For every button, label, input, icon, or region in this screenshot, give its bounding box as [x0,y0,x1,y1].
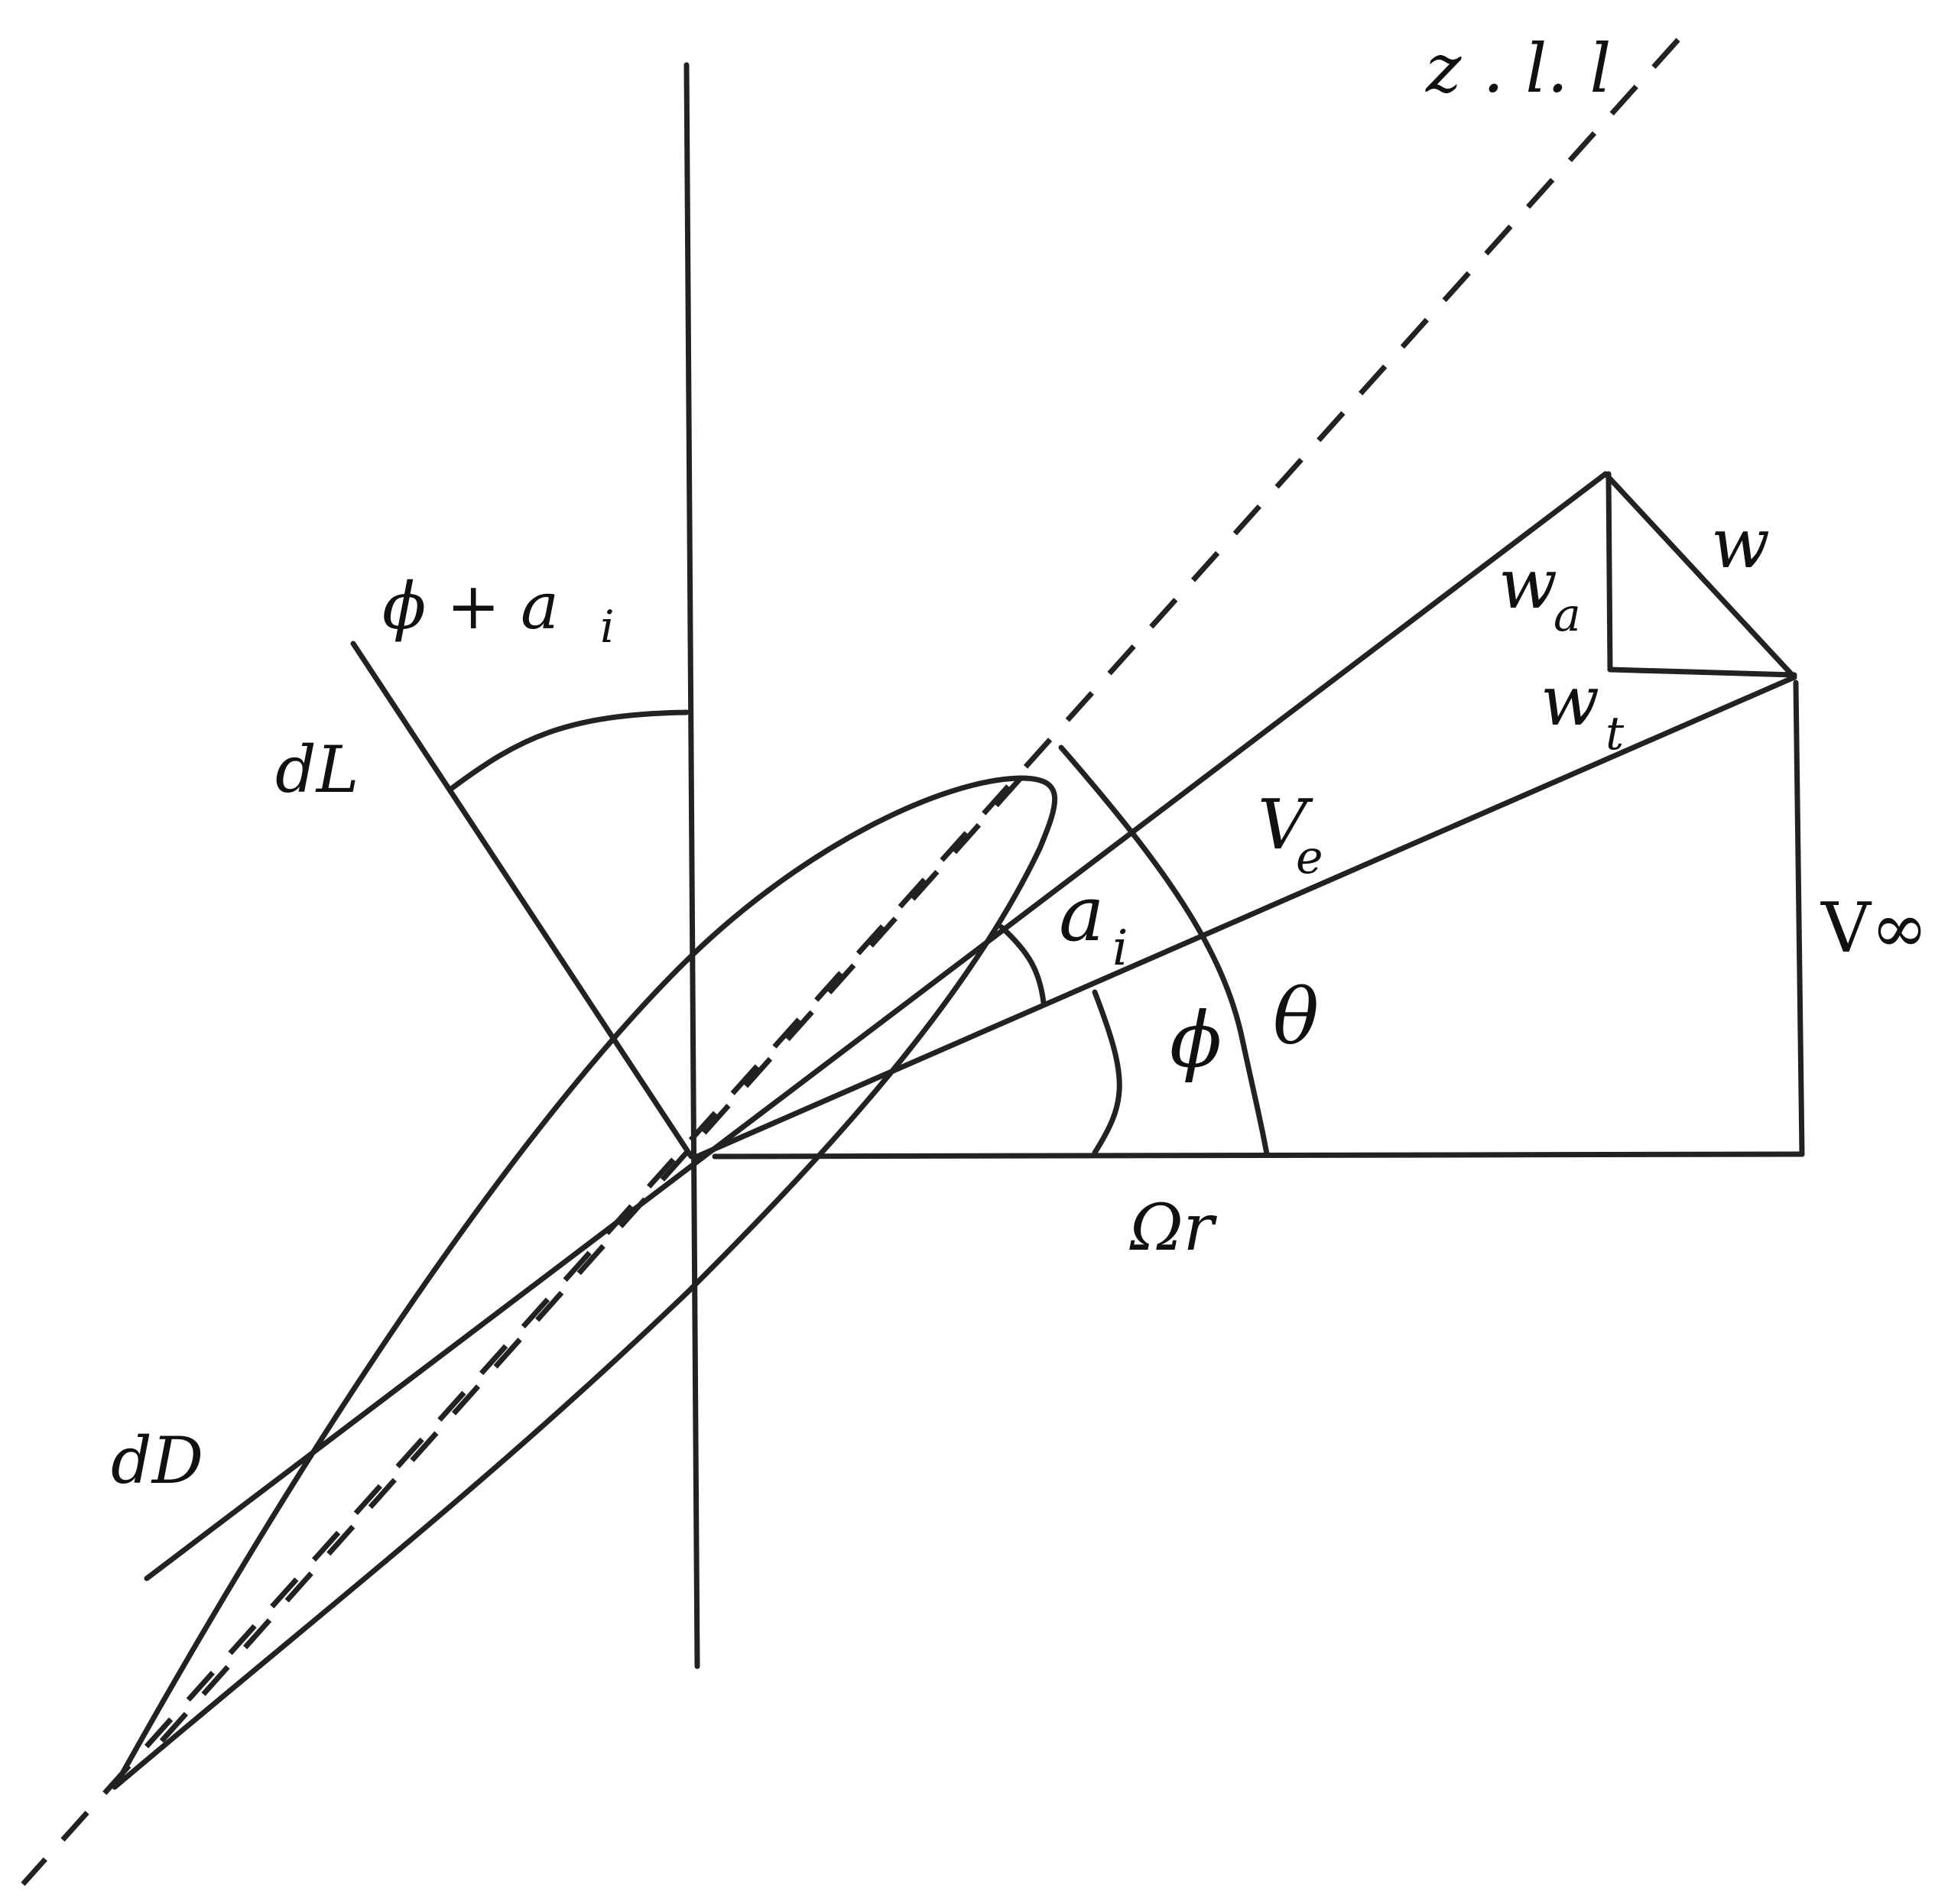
chord-line [154,776,1023,1749]
ai-arc [998,924,1047,1006]
label-Ve: V [1258,785,1313,865]
label-phi: ϕ [1170,995,1222,1085]
label-dL: dL [275,732,359,807]
label-w: w [1711,504,1770,584]
wt-vector-line [1607,667,1797,678]
label-wt: w [1541,661,1599,741]
theta-arc [1058,744,1270,1157]
label-phi-plus-ai-sub: i [600,601,615,653]
label-phi-plus-ai: ϕ + a [382,569,559,644]
label-ai-sub: i [1112,920,1128,977]
label-wa: w [1498,544,1557,624]
label-dD: dD [111,1423,203,1498]
wa-vector-line [1605,471,1613,673]
drag-force-line [144,471,1609,1581]
label-V-infinity: V∞ [1820,888,1928,968]
label-theta: θ [1273,972,1319,1062]
vertical-axis-line [683,62,700,1669]
airfoil-outline [112,775,1058,1790]
label-Ve-sub: e [1296,831,1323,884]
omega-r-line [712,1151,1805,1160]
phi-arc [1092,989,1122,1156]
phi-plus-ai-arc [448,709,690,792]
label-omega-r: Ωr [1129,1190,1218,1265]
label-zero-lift-line: z . l. l [1425,29,1612,108]
label-ai: a [1059,869,1105,958]
effective-velocity-line [694,674,1797,1160]
label-wt-sub: t [1605,707,1625,761]
free-stream-line [1793,680,1805,1157]
zero-lift-line [21,37,1680,1886]
lift-force-line [350,641,694,1160]
label-wa-sub: a [1554,589,1581,642]
w-vector-line [1602,471,1797,680]
